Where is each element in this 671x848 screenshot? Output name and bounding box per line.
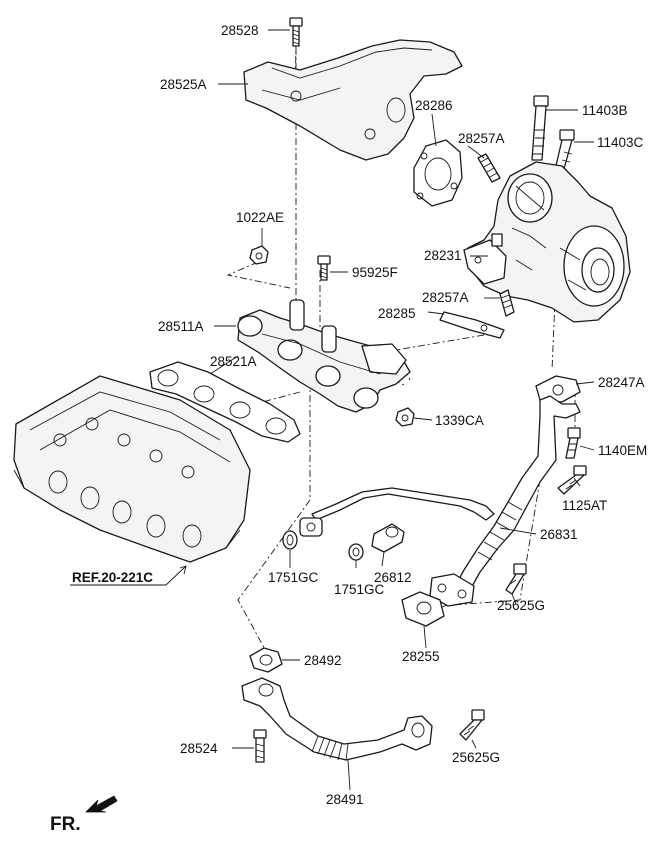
front-arrow-icon [85, 795, 118, 813]
banjo-bolt-26812 [371, 523, 405, 553]
label-1022AE: 1022AE [236, 210, 284, 225]
pipe-26831 [429, 395, 581, 607]
washer-1751GC-right [348, 543, 364, 561]
label-1140EM: 1140EM [598, 443, 647, 458]
label-28521A: 28521A [210, 354, 257, 369]
bolt-28528 [289, 17, 303, 47]
label-1751GC-right: 1751GC [334, 582, 385, 597]
bolt-95925F [317, 255, 331, 281]
label-28491: 28491 [326, 792, 364, 807]
reference-callout: REF.20-221C [70, 565, 187, 586]
stud-28257A-top [477, 153, 501, 183]
label-28285: 28285 [378, 306, 416, 321]
leader-lines [209, 29, 595, 791]
label-28524: 28524 [180, 741, 218, 756]
gasket-28285 [439, 311, 505, 339]
bolt-1125AT [557, 465, 587, 495]
exhaust-manifold-28511A [237, 299, 411, 413]
label-26831: 26831 [540, 527, 578, 542]
bolt-25625G-top [505, 563, 527, 595]
label-28528: 28528 [221, 23, 259, 38]
label-28255: 28255 [402, 649, 440, 664]
nut-1339CA [395, 407, 415, 427]
stud-28257A-mid [499, 289, 515, 317]
label-26812: 26812 [374, 570, 412, 585]
nut-1022AE [249, 245, 269, 265]
oil-feed-line [299, 487, 495, 537]
bolt-28524 [253, 729, 267, 763]
label-1751GC-left: 1751GC [268, 570, 319, 585]
label-95925F: 95925F [352, 265, 398, 280]
label-28257A-mid: 28257A [422, 290, 469, 305]
label-28492: 28492 [304, 653, 342, 668]
label-28247A: 28247A [598, 375, 645, 390]
label-1125AT: 1125AT [562, 498, 607, 513]
front-marker: FR. [50, 795, 118, 835]
label-28525A: 28525A [160, 77, 207, 92]
cylinder-head [13, 375, 251, 563]
gasket-28521A [149, 361, 301, 443]
bolt-1140EM [565, 427, 581, 459]
front-label: FR. [50, 814, 81, 835]
part-labels: 28528 28525A 28286 11403B 28257A 11403C … [158, 23, 647, 807]
label-25625G-bottom: 25625G [452, 750, 500, 765]
label-25625G-top: 25625G [497, 598, 545, 613]
label-1339CA: 1339CA [435, 413, 484, 428]
label-28257A-top: 28257A [458, 131, 505, 146]
label-11403C: 11403C [597, 135, 644, 150]
bolt-25625G-bottom [459, 709, 485, 741]
label-11403B: 11403B [582, 103, 628, 118]
turbocharger-28231 [463, 161, 631, 323]
label-28286: 28286 [415, 98, 453, 113]
washer-1751GC-left [282, 530, 298, 550]
gasket-28286 [413, 139, 463, 207]
gasket-28247A [535, 375, 581, 403]
heat-shield-28525A [243, 39, 463, 161]
drain-pipe-28491 [241, 677, 433, 761]
reference-label: REF.20-221C [72, 570, 153, 585]
bolt-11403B [531, 95, 549, 161]
label-28231: 28231 [424, 248, 462, 263]
label-28511A: 28511A [158, 319, 204, 334]
gasket-28492 [249, 647, 283, 673]
gasket-28255 [401, 591, 445, 627]
